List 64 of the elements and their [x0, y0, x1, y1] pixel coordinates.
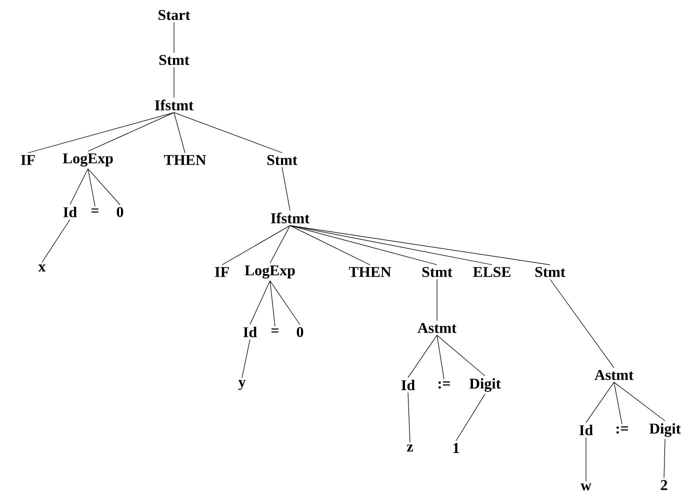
tree-node-label: := [616, 426, 628, 434]
tree-edge [88, 168, 120, 206]
tree-node-label: Astmt [418, 322, 456, 334]
tree-node-label: ELSE [473, 266, 510, 278]
tree-node-label: z [406, 444, 413, 452]
tree-edge [290, 225, 370, 266]
tree-edge [270, 280, 300, 326]
tree-node-label: 0 [116, 206, 124, 218]
tree-edge [28, 112, 174, 154]
tree-edge [88, 168, 96, 207]
tree-node-label: Stmt [535, 266, 566, 278]
tree-node-label: Digit [469, 378, 501, 392]
tree-node-label: = [271, 328, 278, 333]
tree-edge [550, 278, 614, 368]
tree-edge [270, 280, 276, 327]
tree-edge [290, 225, 550, 266]
tree-node-label: 2 [660, 480, 668, 490]
tree-edge [436, 334, 444, 380]
tree-node-label: Astmt [594, 370, 634, 380]
tree-edge [42, 219, 70, 263]
tree-edge [88, 112, 174, 152]
tree-node-label: THEN [349, 267, 392, 277]
tree-node-label: x [38, 264, 46, 272]
tree-edge [290, 225, 438, 266]
tree-edge [614, 382, 622, 424]
tree-node-label: Digit [649, 423, 681, 437]
tree-node-label: 0 [296, 326, 304, 338]
tree-node-label: Stmt [267, 154, 298, 166]
tree-node-label: THEN [164, 155, 206, 165]
tree-edge [250, 280, 270, 325]
tree-node-label: IF [21, 155, 35, 165]
tree-node-label: LogExp [62, 153, 113, 167]
tree-edge [614, 382, 666, 422]
tree-edge [174, 112, 282, 154]
tree-node-label: Ifstmt [270, 212, 310, 224]
tree-edge [282, 166, 290, 211]
tree-edge [242, 339, 250, 378]
tree-node-label: Start [158, 10, 190, 20]
tree-edge [290, 225, 492, 266]
tree-node-label: := [438, 381, 450, 389]
tree-edge [222, 225, 290, 266]
tree-node-label: Ifstmt [154, 100, 194, 110]
tree-node-label: IF [215, 267, 229, 277]
tree-edge [70, 168, 88, 205]
tree-edge [408, 334, 438, 378]
tree-edge [456, 394, 486, 442]
tree-edge [174, 112, 186, 154]
tree-node-label: 1 [453, 443, 459, 453]
tree-node-label: Id [401, 380, 415, 390]
tree-node-label: Stmt [159, 54, 190, 66]
tree-node-label: y [238, 380, 246, 390]
tree-edge [270, 225, 290, 264]
tree-edge [664, 438, 666, 478]
tree-node-label: Stmt [422, 266, 452, 278]
tree-node-label: w [580, 484, 592, 491]
tree-node-label: Id [63, 206, 77, 218]
tree-edge [586, 382, 614, 423]
tree-node-label: Id [579, 424, 593, 436]
tree-node-label: = [91, 208, 98, 213]
tree-node-label: Id [243, 326, 257, 338]
tree-node-label: LogExp [244, 265, 295, 279]
tree-edge [436, 278, 438, 322]
tree-edge [436, 334, 486, 376]
tree-edge [408, 392, 410, 443]
